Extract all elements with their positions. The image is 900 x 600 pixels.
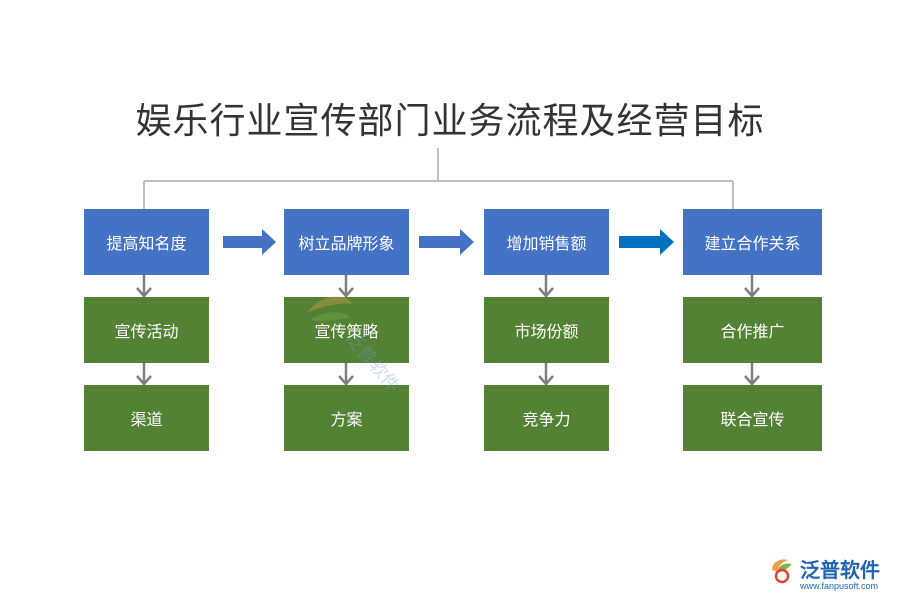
down-arrow	[744, 363, 760, 386]
sub-label: 渠道	[130, 410, 163, 429]
sub-box-1-bottom: 渠道	[84, 385, 209, 451]
down-arrow	[338, 363, 354, 386]
sub-label: 联合宣传	[720, 410, 785, 429]
sub-box-3-bottom: 竞争力	[484, 385, 609, 451]
sub-box-2-mid: 宣传策略	[284, 297, 409, 363]
right-arrow-1	[223, 229, 276, 255]
watermark-leaf-icon	[308, 296, 352, 312]
right-arrow-2	[419, 229, 474, 255]
down-arrow	[538, 363, 554, 386]
step-label: 建立合作关系	[704, 234, 801, 253]
sub-label: 合作推广	[720, 322, 785, 341]
watermark-text: 泛普软件	[341, 328, 400, 397]
brand-name: 泛普软件	[800, 558, 880, 582]
brand-url: www.fanpusoft.com	[800, 581, 879, 591]
down-arrow	[136, 363, 152, 386]
step-label: 提高知名度	[106, 234, 187, 253]
sub-label: 竞争力	[522, 410, 571, 429]
down-arrow	[744, 275, 760, 298]
down-arrow	[136, 275, 152, 298]
sub-label: 宣传策略	[314, 322, 379, 341]
right-arrow-3	[619, 229, 674, 255]
step-box-4: 建立合作关系	[683, 209, 822, 275]
fanpu-logo-icon	[772, 559, 792, 584]
sub-box-2-bottom: 方案	[284, 385, 409, 451]
down-arrow	[538, 275, 554, 298]
diagram-title: 娱乐行业宣传部门业务流程及经营目标	[135, 101, 765, 142]
sub-label: 方案	[330, 410, 363, 429]
down-arrow	[338, 275, 354, 298]
sub-box-3-mid: 市场份额	[484, 297, 609, 363]
sub-box-4-mid: 合作推广	[683, 297, 822, 363]
sub-box-1-mid: 宣传活动	[84, 297, 209, 363]
sub-label: 市场份额	[514, 322, 579, 341]
step-box-1: 提高知名度	[84, 209, 209, 275]
step-label: 树立品牌形象	[298, 234, 395, 253]
step-label: 增加销售额	[506, 234, 587, 253]
watermark-logo: 泛普软件	[308, 296, 400, 397]
sub-box-4-bottom: 联合宣传	[683, 385, 822, 451]
step-box-3: 增加销售额	[484, 209, 609, 275]
step-box-2: 树立品牌形象	[284, 209, 409, 275]
sub-label: 宣传活动	[114, 322, 179, 341]
brand-logo: 泛普软件 www.fanpusoft.com	[768, 554, 893, 596]
